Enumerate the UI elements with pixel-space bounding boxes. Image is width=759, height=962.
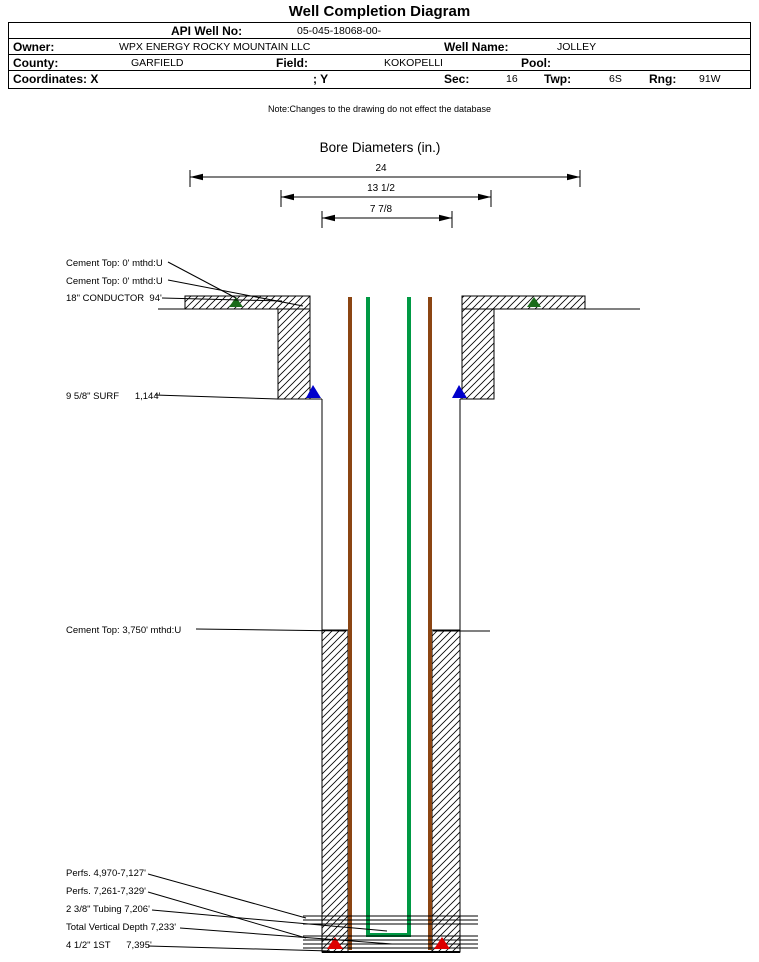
annotation-cement-top-production: Cement Top: 3,750' mthd:U [66,625,181,636]
sec-label: Sec: [444,72,470,86]
annotation-tubing: 2 3/8" Tubing 7,206' [66,904,150,915]
rng-value: 91W [699,73,721,85]
production-cement-left [321,629,349,953]
surface-casing-cement-left [277,308,311,400]
twp-value: 6S [609,73,622,85]
arrowhead-left-icon [190,173,203,181]
table-row-county: County: GARFIELD Field: KOKOPELLI Pool: [9,55,750,71]
api-well-no-label: API Well No: [171,24,243,38]
surface-casing-cement-right [461,308,495,400]
coordinates-label: Coordinates: X [13,72,99,86]
arrowhead-right-icon [567,173,580,181]
annotation-perfs-2: Perfs. 7,261-7,329' [66,886,146,897]
pool-label: Pool: [521,56,551,70]
surface-shoe-marker-right [452,385,467,398]
annotation-conductor: 18" CONDUCTOR 94' [66,293,162,304]
well-info-table: API Well No: 05-045-18068-00- Owner: WPX… [8,22,751,89]
bore-diameters-title: Bore Diameters (in.) [320,140,441,155]
dimension-7-875in: 7 7/8 [321,204,453,228]
owner-value: WPX ENERGY ROCKY MOUNTAIN LLC [119,41,311,53]
arrowhead-left-icon [281,193,294,201]
bottom-marker-right [434,937,450,949]
wellbore-structure [158,295,640,953]
conductor-cement-left [184,295,311,310]
sec-value: 16 [506,73,518,85]
dimension-24in-label: 24 [375,163,387,174]
cement-top-marker-right [527,297,541,307]
table-row-coordinates: Coordinates: X ; Y Sec: 16 Twp: 6S Rng: … [9,71,750,88]
dimension-13-5in-label: 13 1/2 [367,183,395,194]
page-title: Well Completion Diagram [288,3,471,20]
annotation-production-casing: 4 1/2" 1ST 7,395' [66,940,152,951]
dimension-7-875in-label: 7 7/8 [370,204,393,215]
annotation-perfs-1: Perfs. 4,970-7,127' [66,868,146,879]
arrowhead-right-icon [478,193,491,201]
cement-top-marker-left [229,297,243,307]
table-row-owner: Owner: WPX ENERGY ROCKY MOUNTAIN LLC Wel… [9,39,750,55]
field-value: KOKOPELLI [384,57,443,69]
conductor-cement-right [461,295,586,310]
surface-shoe-marker-left [306,385,321,398]
table-row-api: API Well No: 05-045-18068-00- [9,23,750,39]
twp-label: Twp: [544,72,572,86]
county-label: County: [13,56,59,70]
dimension-13-5in: 13 1/2 [280,183,492,207]
annotation-tvd: Total Vertical Depth 7,233' [66,922,176,933]
field-label: Field: [276,56,308,70]
bottom-marker-left [327,937,343,949]
annotation-cement-top-surface: Cement Top: 0' mthd:U [66,276,163,287]
arrowhead-left-icon [322,214,335,222]
perforation-lines-upper [303,915,478,925]
well-name-value: JOLLEY [557,41,597,53]
api-well-no-value: 05-045-18068-00- [297,25,382,37]
owner-label: Owner: [13,40,55,54]
database-note: Note:Changes to the drawing do not effec… [268,104,491,114]
production-cement-right [431,629,461,953]
annotation-cement-top-conductor: Cement Top: 0' mthd:U [66,258,163,269]
well-schematic: Bore Diameters (in.) 24 13 1/2 7 7/8 [66,140,640,953]
annotations: Cement Top: 0' mthd:U Cement Top: 0' mth… [66,258,490,952]
arrowhead-right-icon [439,214,452,222]
annotation-surface-casing: 9 5/8" SURF 1,144' [66,391,161,402]
rng-label: Rng: [649,72,677,86]
dimension-24in: 24 [189,163,581,187]
well-name-label: Well Name: [444,40,509,54]
county-value: GARFIELD [131,57,184,69]
coordinates-y-label: ; Y [313,72,329,86]
